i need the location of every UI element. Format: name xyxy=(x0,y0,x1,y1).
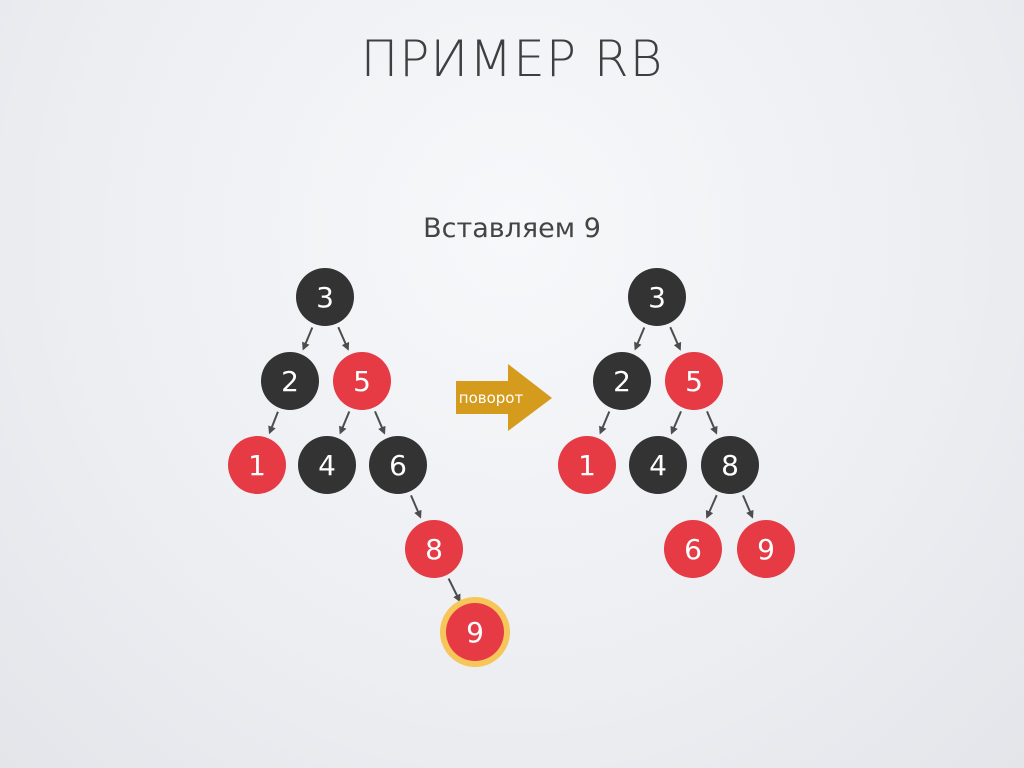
tree-node-red: 5 xyxy=(333,352,391,410)
tree-node-red: 9 xyxy=(737,520,795,578)
node-label: 1 xyxy=(578,449,596,482)
nodes-layer: 3 2 5 1 4 6 8 9 3 2 5 1 4 8 6 9 xyxy=(228,268,795,667)
node-circle xyxy=(701,436,759,494)
tree-node-red: 5 xyxy=(665,352,723,410)
node-circle xyxy=(664,520,722,578)
node-label: 4 xyxy=(318,449,336,482)
node-label: 2 xyxy=(613,365,631,398)
tree-node-black: 4 xyxy=(629,436,687,494)
slide-title: ПРИМЕР RB xyxy=(360,30,664,88)
node-circle xyxy=(333,352,391,410)
node-label: 4 xyxy=(649,449,667,482)
node-circle xyxy=(405,520,463,578)
tree-node-black: 3 xyxy=(296,268,354,326)
tree-node-black: 8 xyxy=(701,436,759,494)
node-label: 5 xyxy=(685,365,703,398)
tree-node-red: 6 xyxy=(664,520,722,578)
node-label: 9 xyxy=(466,616,484,649)
node-label: 3 xyxy=(648,281,666,314)
node-circle xyxy=(558,436,616,494)
tree-node-red: 9 xyxy=(440,597,510,667)
node-circle xyxy=(369,436,427,494)
tree-edge xyxy=(670,410,682,435)
node-circle xyxy=(628,268,686,326)
tree-node-black: 2 xyxy=(261,352,319,410)
tree-edge xyxy=(706,410,718,435)
node-label: 1 xyxy=(248,449,266,482)
node-circle xyxy=(446,603,504,661)
node-circle xyxy=(593,352,651,410)
tree-edge xyxy=(599,411,611,435)
node-label: 6 xyxy=(389,449,407,482)
node-circle xyxy=(296,268,354,326)
tree-edge xyxy=(374,410,386,435)
tree-edge xyxy=(337,326,350,351)
tree-node-black: 6 xyxy=(369,436,427,494)
tree-edge xyxy=(447,578,461,603)
tree-node-black: 2 xyxy=(593,352,651,410)
tree-edge xyxy=(410,494,422,519)
node-label: 6 xyxy=(684,533,702,566)
node-circle xyxy=(298,436,356,494)
node-circle xyxy=(629,436,687,494)
tree-edge xyxy=(669,326,682,351)
node-label: 2 xyxy=(281,365,299,398)
tree-node-red: 8 xyxy=(405,520,463,578)
tree-node-red: 1 xyxy=(228,436,286,494)
node-circle xyxy=(737,520,795,578)
rotation-arrow-icon xyxy=(456,364,552,431)
node-circle xyxy=(261,352,319,410)
node-label: 3 xyxy=(316,281,334,314)
node-circle xyxy=(665,352,723,410)
rotation-arrow-label: поворот xyxy=(459,389,524,407)
node-label: 9 xyxy=(757,533,775,566)
tree-edge xyxy=(302,327,314,351)
edges-layer xyxy=(268,326,754,603)
tree-node-black: 3 xyxy=(628,268,686,326)
tree-edge xyxy=(268,411,279,435)
node-label: 8 xyxy=(721,449,739,482)
node-label: 5 xyxy=(353,365,371,398)
tree-edge xyxy=(705,494,718,519)
rotation-arrow: поворот xyxy=(456,364,552,431)
tree-node-black: 4 xyxy=(298,436,356,494)
tree-edge xyxy=(339,411,351,435)
tree-edge xyxy=(634,327,646,351)
node-label: 8 xyxy=(425,533,443,566)
tree-edge xyxy=(742,494,754,519)
tree-node-red: 1 xyxy=(558,436,616,494)
slide-subtitle: Вставляем 9 xyxy=(423,213,601,244)
node-circle xyxy=(228,436,286,494)
